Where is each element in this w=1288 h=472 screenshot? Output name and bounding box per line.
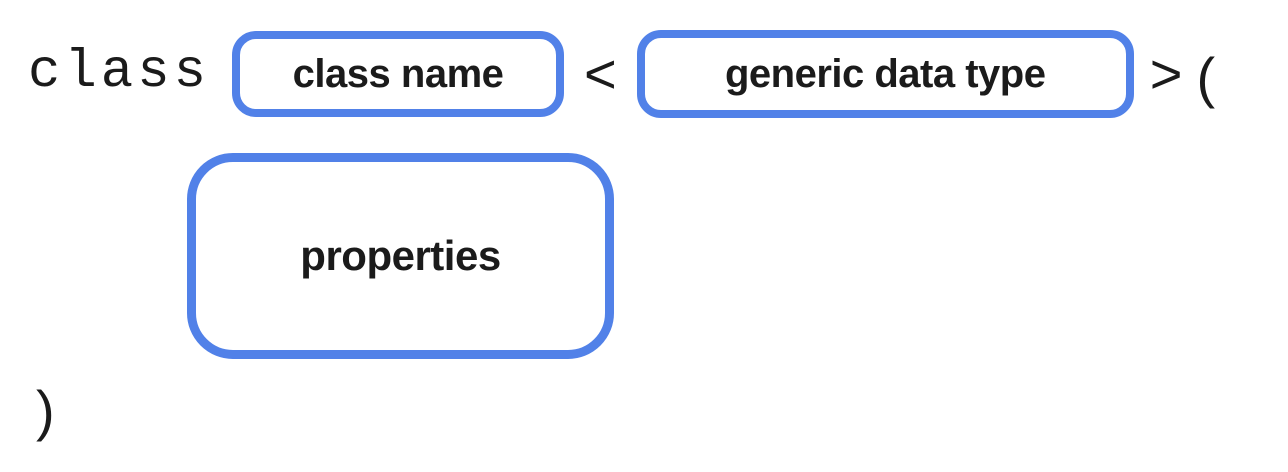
class-keyword: class <box>28 41 211 103</box>
properties-label: properties <box>300 232 501 279</box>
class-declaration-row: class class name < generic data type > ( <box>28 28 1215 120</box>
class-name-box: class name <box>232 31 565 117</box>
open-angle-bracket: < <box>584 42 617 105</box>
class-name-label: class name <box>292 51 504 96</box>
open-paren: ( <box>1196 46 1216 109</box>
properties-box: properties <box>187 153 614 359</box>
generic-data-type-box: generic data type <box>636 30 1134 118</box>
generic-data-type-label: generic data type <box>724 51 1046 96</box>
close-angle-bracket: > <box>1149 42 1183 105</box>
close-paren: ) <box>36 379 55 442</box>
